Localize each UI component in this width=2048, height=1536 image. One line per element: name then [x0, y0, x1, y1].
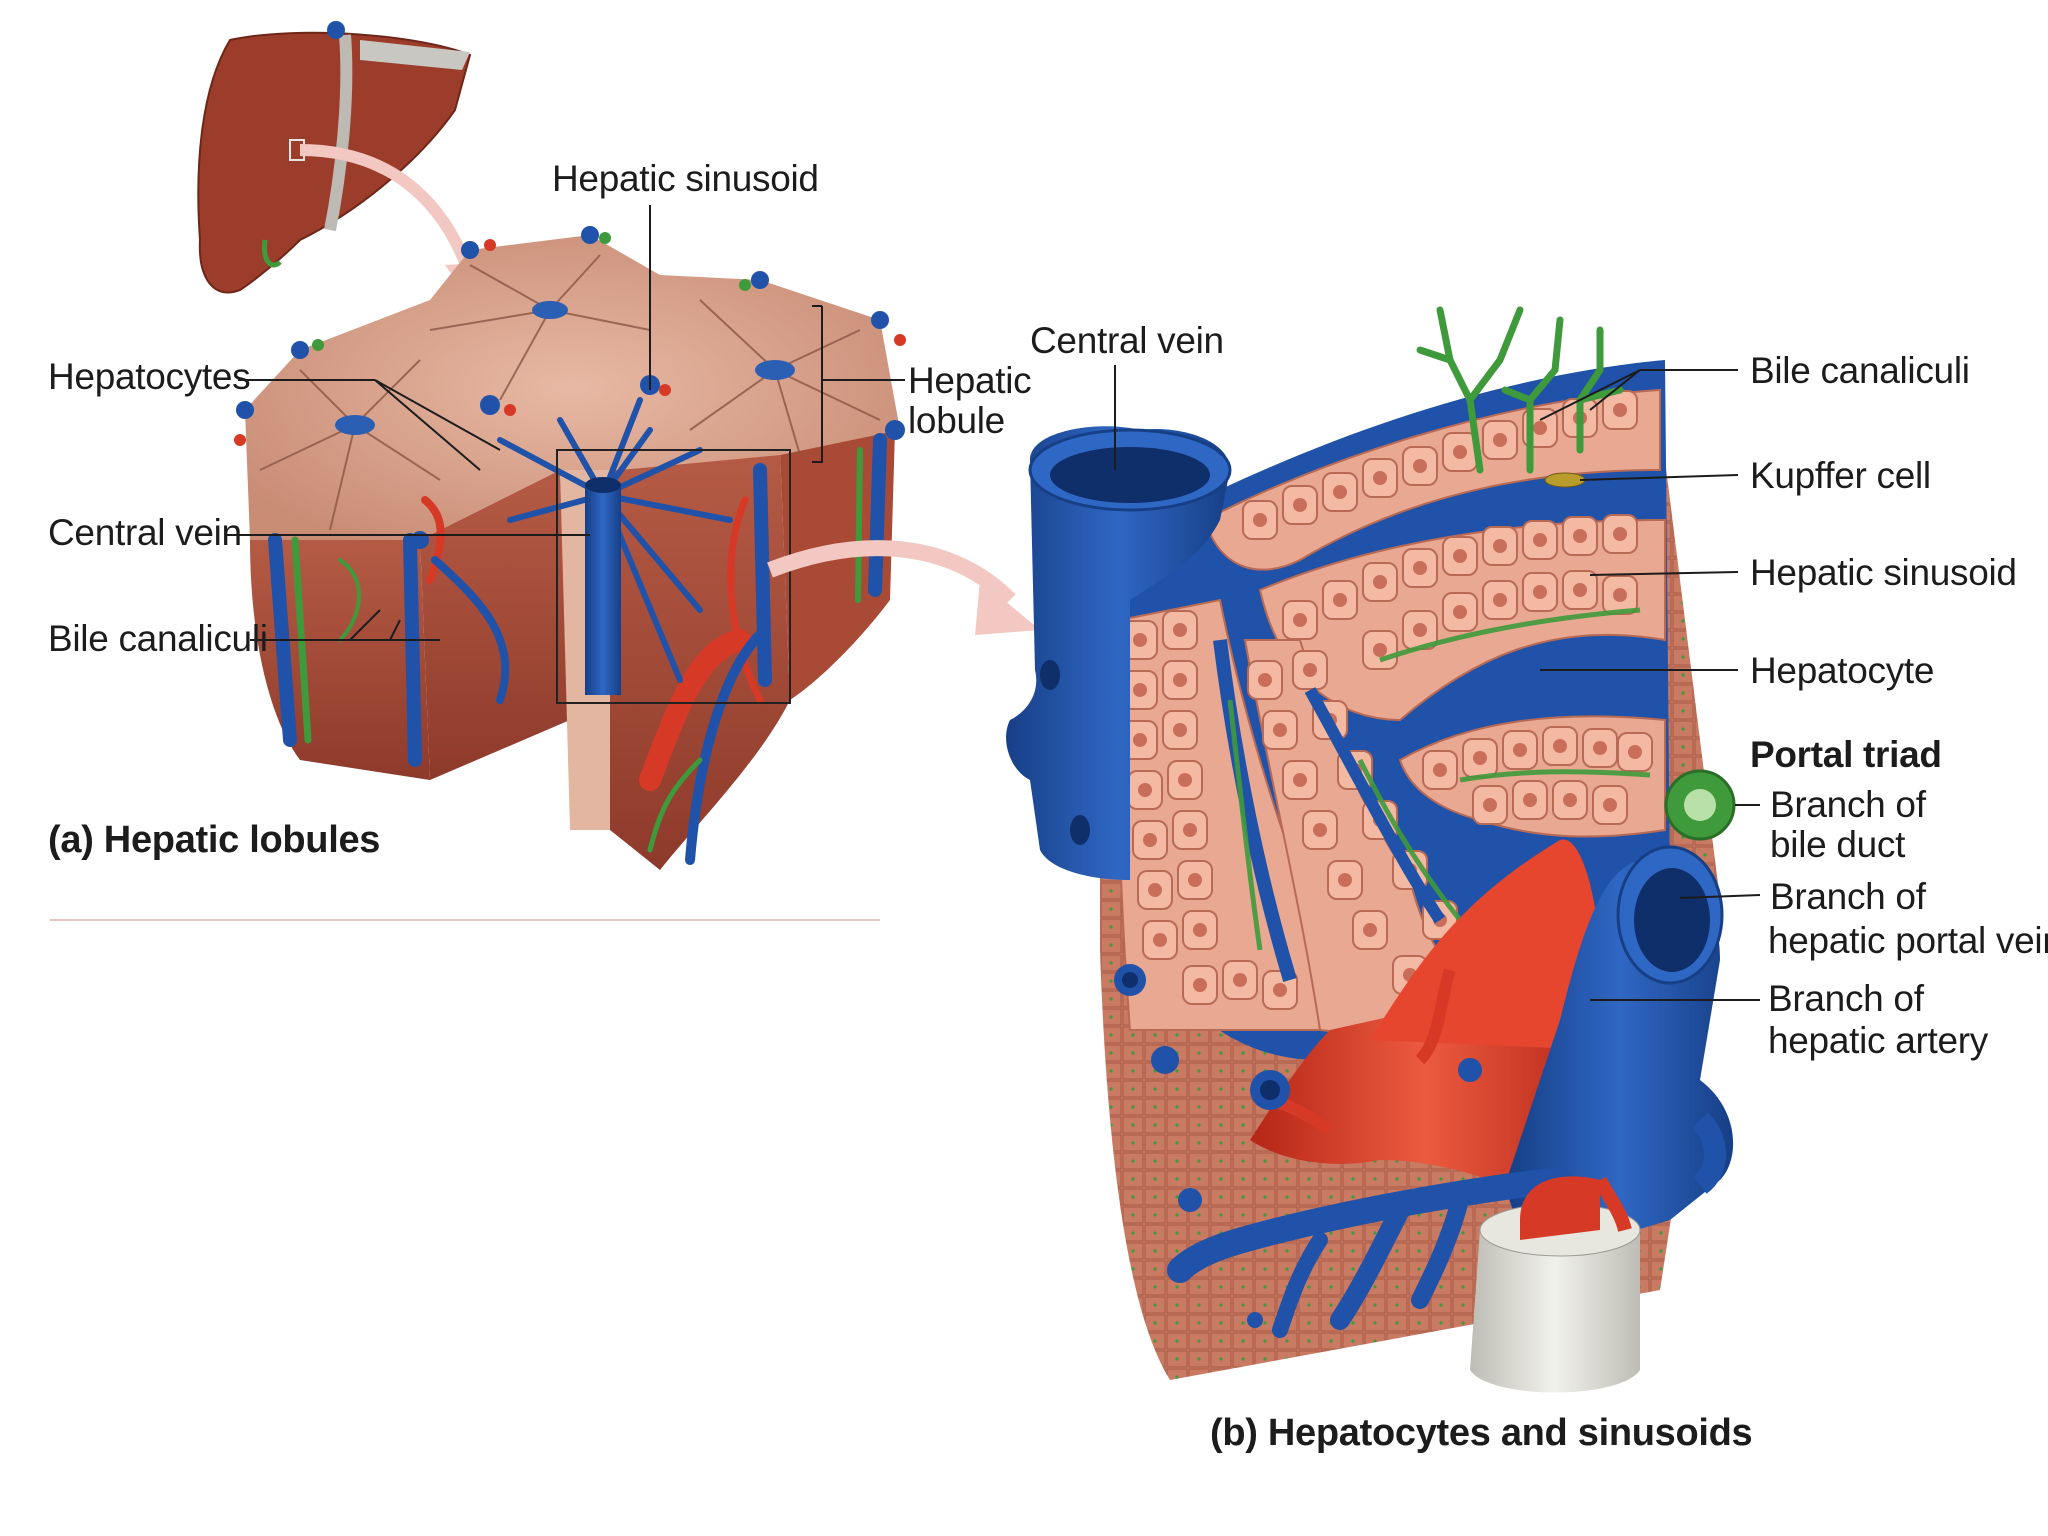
- label-hepatic-sinusoid-a: Hepatic sinusoid: [552, 158, 819, 199]
- label-portal-triad: Portal triad: [1750, 734, 1942, 775]
- whole-liver-illustration: [197, 21, 495, 300]
- label-central-vein-b: Central vein: [1030, 320, 1224, 361]
- label-hepatic-lobule-line2: lobule: [908, 400, 1005, 441]
- label-portal-vein-line2: hepatic portal vein: [1768, 920, 2048, 961]
- label-artery-line1: Branch of: [1768, 978, 1924, 1019]
- label-portal-vein-line1: Branch of: [1770, 876, 1926, 917]
- caption-hepatocytes-sinusoids: (b) Hepatocytes and sinusoids: [1210, 1412, 1753, 1454]
- hepatocytes-sinusoids-block: [1006, 306, 1736, 1393]
- hepatic-lobules-block: [234, 226, 906, 870]
- label-artery-line2: hepatic artery: [1768, 1020, 1988, 1061]
- label-kupffer-cell: Kupffer cell: [1750, 455, 1931, 496]
- label-bile-duct-line1: Branch of: [1770, 784, 1926, 825]
- label-hepatocytes: Hepatocytes: [48, 356, 251, 397]
- label-hepatic-lobule-line1: Hepatic: [908, 360, 1032, 401]
- label-hepatic-sinusoid-b: Hepatic sinusoid: [1750, 552, 2017, 593]
- label-bile-canaliculi-b: Bile canaliculi: [1750, 350, 1970, 391]
- label-bile-duct-line2: bile duct: [1770, 824, 1906, 865]
- label-hepatocyte: Hepatocyte: [1750, 650, 1935, 691]
- label-bile-canaliculi-a: Bile canaliculi: [48, 618, 268, 659]
- caption-hepatic-lobules: (a) Hepatic lobules: [48, 819, 381, 861]
- label-central-vein-a: Central vein: [48, 512, 242, 553]
